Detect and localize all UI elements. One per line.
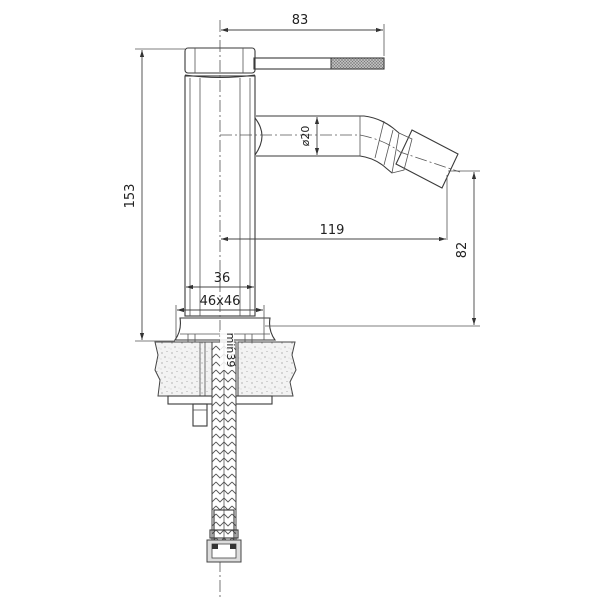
braided-hose	[211, 341, 237, 543]
dim-label-153: 153	[123, 184, 138, 209]
hose-nut-fitting	[206, 509, 242, 563]
dim-label-46x46: 46x46	[200, 294, 241, 309]
dim-label-36: 36	[214, 271, 231, 286]
lever-handle	[253, 57, 385, 70]
dim-label-82: 82	[455, 242, 470, 259]
dim-label-d20: ø20	[299, 126, 312, 147]
dim-label-min39: min39	[224, 333, 237, 368]
dimension-min-hole: min39	[220, 330, 237, 370]
dim-label-83: 83	[292, 13, 309, 28]
dimension-total-height: 153	[123, 48, 185, 342]
dimension-outlet-height: 82	[265, 170, 480, 327]
dimension-spout-diameter: ø20	[299, 117, 320, 155]
dimension-base-size: 46x46	[175, 294, 265, 340]
dimension-body-diameter: 36	[186, 271, 254, 290]
knurled-handle-grip	[330, 57, 385, 70]
dimension-handle-reach: 83	[221, 13, 385, 56]
spout	[254, 115, 400, 174]
aerator-nozzle	[391, 129, 459, 189]
dim-label-119: 119	[320, 223, 345, 238]
countertop-section	[154, 341, 297, 397]
dimension-spout-reach: 119	[221, 175, 448, 242]
nozzle-centerline	[359, 134, 461, 173]
